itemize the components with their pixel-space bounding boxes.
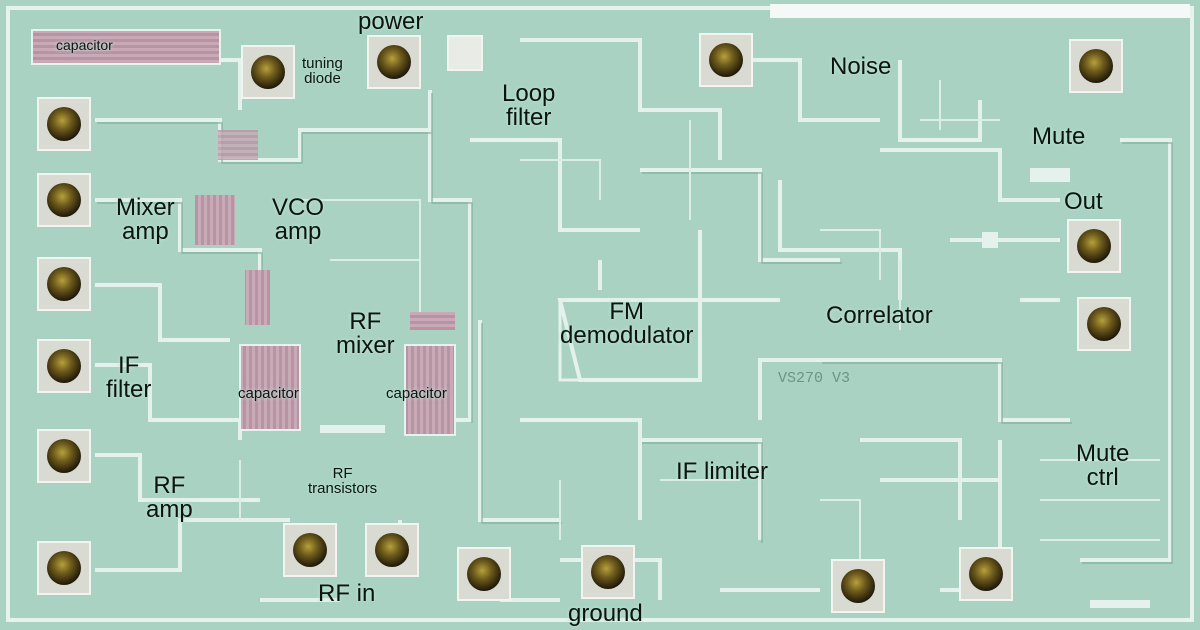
- rf-mixer-devices: [410, 312, 455, 330]
- label-if-filter: IF filter: [106, 352, 152, 404]
- capacitor-right-block: [404, 344, 456, 436]
- capacitor-left-block: [239, 344, 301, 431]
- label-mute: Mute: [1032, 123, 1086, 150]
- chip-marking: VS270 V3: [778, 370, 851, 387]
- die-border: [6, 6, 1194, 622]
- label-vco-amp: VCO amp: [272, 194, 325, 246]
- label-mute-ctrl: Mute ctrl: [1076, 440, 1130, 492]
- label-correlator: Correlator: [826, 302, 933, 329]
- label-rf-transistors: RF transistors: [308, 465, 378, 498]
- thin-traces: [239, 80, 1160, 560]
- small-features: [320, 168, 1150, 608]
- label-mixer-amp: Mixer amp: [116, 194, 175, 246]
- label-out: Out: [1064, 188, 1103, 215]
- label-capacitor-top: capacitor: [56, 37, 113, 53]
- metal-trace-shadows: [97, 93, 1173, 564]
- label-if-limiter: IF limiter: [676, 458, 768, 485]
- tuning-devices: [218, 130, 258, 160]
- capacitor-top-block: [31, 29, 221, 65]
- die-edge-highlight: [770, 4, 1190, 18]
- bond-pads: [37, 33, 1131, 613]
- label-tuning-diode: tuning diode: [302, 55, 343, 88]
- label-rf-in: RF in: [318, 580, 376, 607]
- label-loop-filter: Loop filter: [502, 80, 556, 132]
- label-capacitor-right: capacitor: [386, 385, 447, 402]
- label-ground: ground: [568, 600, 643, 627]
- vco-devices: [245, 270, 270, 325]
- label-rf-amp: RF amp: [146, 472, 193, 524]
- label-rf-mixer: RF mixer: [336, 308, 395, 360]
- label-capacitor-left: capacitor: [238, 385, 299, 402]
- label-fm-demodulator: FM demodulator: [560, 298, 694, 350]
- mixer-amp-devices: [195, 195, 235, 245]
- label-noise: Noise: [830, 53, 892, 80]
- label-power: power: [358, 8, 424, 35]
